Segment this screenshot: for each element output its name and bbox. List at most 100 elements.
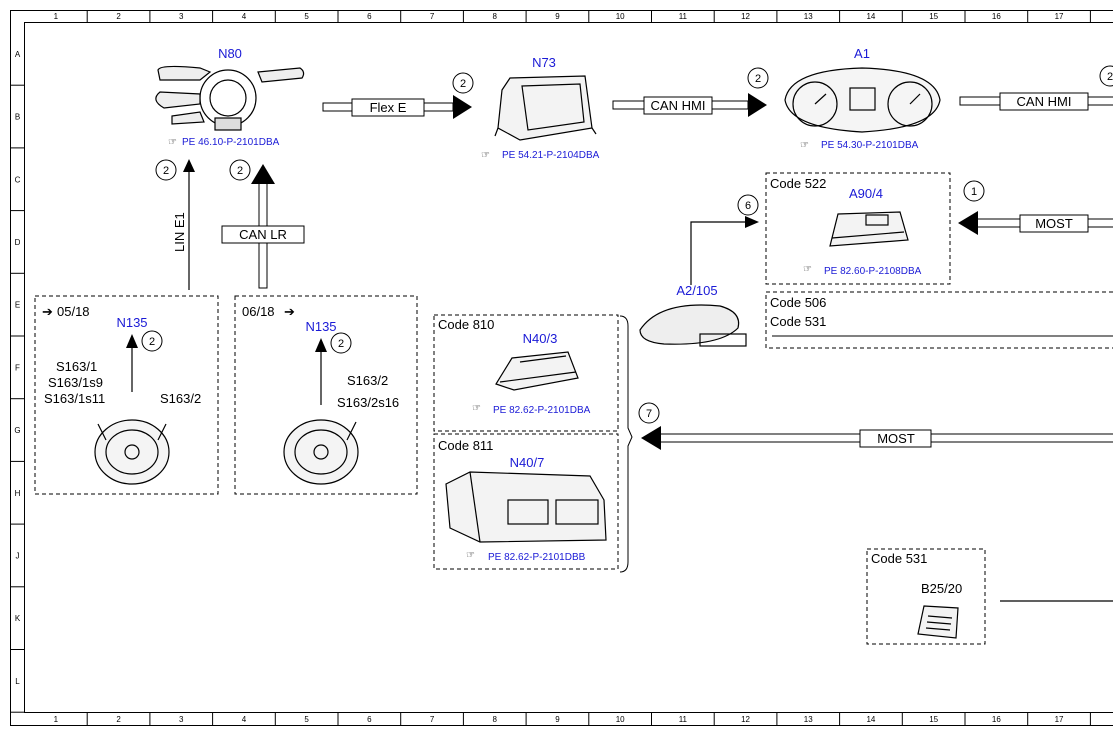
ruler-row-label: D (15, 238, 21, 247)
marker-lin: 2 (155, 159, 177, 181)
n80-ref[interactable]: PE 46.10-P-2101DBA (182, 137, 280, 148)
outer-frame (10, 10, 1113, 726)
can-lr-label: CAN LR (239, 227, 287, 242)
ruler-column-label: 7 (430, 715, 435, 724)
codes-box-line1: Code 506 (770, 295, 826, 310)
n73-image (494, 75, 597, 141)
a90-4-ref[interactable]: PE 82.60-P-2108DBA (824, 266, 922, 277)
ruler-column-label: 13 (804, 12, 813, 21)
n40-3-ref[interactable]: PE 82.62-P-2101DBA (493, 405, 591, 416)
a1-ref[interactable]: PE 54.30-P-2101DBA (821, 140, 919, 151)
ruler-row-label: E (15, 301, 20, 310)
ruler-column-label: 4 (242, 715, 247, 724)
a1-ref-icon: ☞ (800, 140, 809, 151)
n135-a-switch-1: S163/1 (56, 359, 97, 374)
ruler-column-label: 12 (741, 715, 750, 724)
ruler-column-label: 12 (741, 12, 750, 21)
b25-20-label: B25/20 (921, 581, 962, 596)
svg-text:2: 2 (237, 165, 243, 177)
ruler-column-label: 5 (304, 12, 309, 21)
marker-a2: 6 (737, 194, 759, 216)
marker-n135-b: 2 (330, 332, 352, 354)
n80-ref-icon: ☞ (168, 137, 177, 148)
svg-text:2: 2 (149, 336, 155, 348)
a1-component[interactable]: A1 ☞ PE 54.30-P-2101DBA (784, 46, 941, 151)
n40-7-code: Code 811 (438, 438, 493, 453)
a2-105-component[interactable]: A2/105 (639, 216, 759, 347)
ruler-row-label: F (15, 363, 20, 372)
n135-a-label: N135 (116, 315, 147, 330)
ruler-column-label: 7 (430, 12, 435, 21)
ruler-column-label: 13 (804, 715, 813, 724)
n40-7-box[interactable]: Code 811 N40/7 ☞ PE 82.62-P-2101DBB (433, 433, 619, 570)
ruler-column-label: 17 (1055, 715, 1064, 724)
svg-text:2: 2 (460, 78, 466, 90)
n73-component[interactable]: N73 ☞ PE 54.21-P-2104DBA (481, 55, 600, 161)
n80-label: N80 (218, 46, 242, 61)
svg-text:2: 2 (338, 338, 344, 350)
ruler-row-label: B (15, 113, 20, 122)
ruler-column-label: 2 (116, 715, 121, 724)
n40-7-label: N40/7 (510, 455, 545, 470)
ruler-column-label: 2 (116, 12, 121, 21)
marker-most2: 7 (638, 402, 660, 424)
n80-image (155, 65, 305, 131)
n135-a-date: 05/18 (57, 304, 90, 319)
ruler-column-label: 3 (179, 715, 184, 724)
b25-20-box[interactable]: Code 531 B25/20 (866, 548, 986, 645)
ruler-column-label: 14 (866, 12, 875, 21)
ruler-row-label: J (16, 551, 20, 560)
n135-b-date-arrow: ➔ (284, 304, 295, 319)
n40-3-ref-icon: ☞ (472, 403, 481, 414)
a90-4-image (829, 211, 909, 247)
most-bus-1: MOST (958, 211, 1113, 235)
marker-most: 1 (963, 180, 985, 202)
b25-20-image (917, 605, 959, 639)
ruler-row-label: K (15, 614, 21, 623)
a90-4-ref-icon: ☞ (803, 264, 812, 275)
n73-ref[interactable]: PE 54.21-P-2104DBA (502, 150, 600, 161)
n135-a-switch-3: S163/1s11 (44, 391, 105, 406)
most-bus-2: MOST (641, 426, 1113, 450)
n135-a-switch-right: S163/2 (160, 391, 201, 406)
n135-a-steering-wheel (94, 419, 170, 485)
ruler-column-label: 3 (179, 12, 184, 21)
ruler-column-label: 11 (679, 12, 688, 21)
svg-text:2: 2 (755, 73, 761, 85)
ruler-column-label: 9 (555, 715, 560, 724)
ruler-column-label: 1 (54, 12, 59, 21)
ruler-column-label: 1 (54, 715, 59, 724)
most-label-1: MOST (1035, 216, 1073, 231)
n40-3-label: N40/3 (523, 331, 558, 346)
n40-3-code: Code 810 (438, 317, 494, 332)
marker-flex: 2 (452, 72, 474, 94)
ruler-column-label: 10 (616, 12, 625, 21)
svg-text:2: 2 (163, 165, 169, 177)
n80-component[interactable]: N80 ☞ PE 46.10-P-2101DBA (155, 46, 305, 148)
ruler-column-label: 4 (242, 12, 247, 21)
a90-4-box[interactable]: Code 522 A90/4 ☞ PE 82.60-P-2108DBA (765, 172, 951, 285)
b25-20-code: Code 531 (871, 551, 927, 566)
n40-3-box[interactable]: Code 810 N40/3 ☞ PE 82.62-P-2101DBA (433, 314, 619, 432)
a1-image (784, 67, 941, 133)
a90-4-code: Code 522 (770, 176, 826, 191)
n135-b-switch-1: S163/2 (347, 373, 388, 388)
can-hmi-bus-1: CAN HMI (612, 93, 767, 117)
n40-7-ref[interactable]: PE 82.62-P-2101DBB (488, 552, 586, 563)
codes-box-line2: Code 531 (770, 314, 826, 329)
flex-e-label: Flex E (370, 100, 407, 115)
n135-box-a[interactable]: ➔ 05/18 N135 S163/1 S163/1s9 S163/1s11 S… (34, 295, 219, 495)
ruler-column-label: 15 (929, 715, 938, 724)
svg-text:1: 1 (971, 186, 977, 198)
inner-frame (24, 22, 1113, 713)
ruler-column-label: 8 (493, 12, 498, 21)
marker-can-hmi: 2 (747, 67, 769, 89)
ruler-column-label: 17 (1055, 12, 1064, 21)
ruler-row-label: C (15, 175, 21, 184)
n135-box-b[interactable]: 06/18 ➔ N135 S163/2 S163/2s16 (234, 295, 418, 495)
n135-a-switch-2: S163/1s9 (48, 375, 103, 390)
